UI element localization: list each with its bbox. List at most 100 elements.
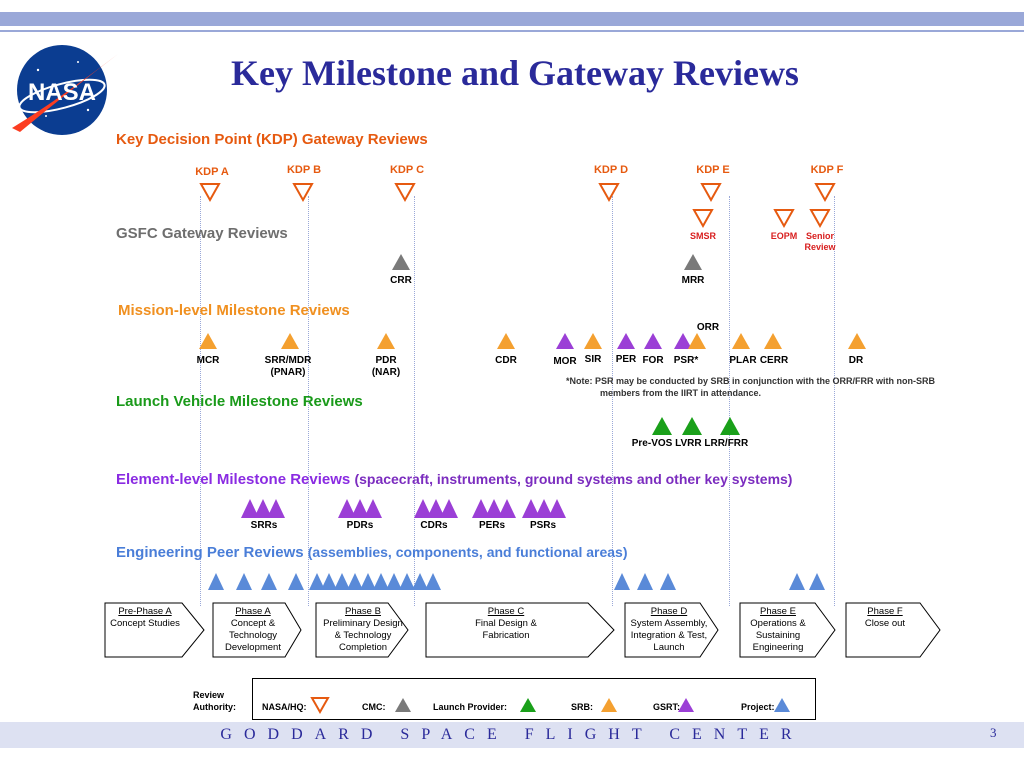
footer-text: GODDARD SPACE FLIGHT CENTER [220,726,804,743]
legend-launch-provider: Launch Provider: [433,702,508,712]
sir-triangle [584,333,602,349]
for-label: FOR [642,355,664,366]
phase-e-name: Phase E [760,606,796,617]
phase-a: Phase A Concept & Technology Development [213,605,293,654]
legend-srb-icon [601,698,617,712]
gsfc-heading: GSFC Gateway Reviews [116,225,288,242]
phase-pre-a: Pre-Phase A Concept Studies [105,605,185,630]
eopm-label: EOPM [770,231,798,241]
cerr-triangle [764,333,782,349]
kdp-c-triangle [394,183,416,203]
peer-review-triangles [208,573,825,590]
sir-label: SIR [584,354,602,365]
legend-gsrt: GSRT: [653,702,680,712]
phase-c-desc-2: Fabrication [482,630,530,641]
dr-label: DR [848,355,864,366]
smsr-label: SMSR [689,231,716,241]
top-divider [0,30,1024,32]
kdp-f-triangle [814,183,836,203]
cerr-label: CERR [759,355,789,366]
cdrs-triangles [414,499,458,518]
pdr-label-2: (NAR) [371,367,401,378]
psr-triangle [674,333,692,349]
launch-vehicle-labels: Pre-VOS LVRR LRR/FRR [631,438,749,449]
pdrs-label: PDRs [346,520,374,531]
kdp-f-label: KDP F [810,164,844,176]
legend-gsrt-icon [678,698,694,712]
phase-d-desc-3: Launch [653,642,685,653]
phase-a-desc-2: Technology [228,630,278,641]
kdp-b-triangle [292,183,314,203]
kdp-d-label: KDP D [593,164,629,176]
phase-d-desc-2: Integration & Test, [630,630,708,641]
psrs-label: PSRs [529,520,557,531]
kdp-heading: Key Decision Point (KDP) Gateway Reviews [116,131,428,148]
plar-label: PLAR [729,355,757,366]
peer-heading: Engineering Peer Reviews (assemblies, co… [116,544,628,561]
phase-c-desc-1: Final Design & [475,618,537,629]
pers-label: PERs [478,520,506,531]
legend-box [252,678,816,720]
legend-title-1: Review [193,690,225,700]
cdr-triangle [497,333,515,349]
phase-b-desc-2: & Technology [334,630,392,641]
legend-cmc: CMC: [362,702,386,712]
mcr-triangle [199,333,217,349]
phase-b-desc-3: Completion [338,642,388,653]
psr-note-line-1: *Note: PSR may be conducted by SRB in co… [566,376,936,386]
phase-f-desc: Close out [864,618,906,629]
page-title: Key Milestone and Gateway Reviews [231,53,799,93]
element-heading: Element-level Milestone Reviews (spacecr… [116,471,792,488]
phase-arrows [104,602,941,658]
guide-line [612,196,613,606]
legend-title-2: Authority: [193,702,236,712]
phase-f-name: Phase F [867,606,903,617]
legend-project-icon [774,698,790,712]
element-heading-subtitle: (spacecraft, instruments, ground systems… [354,471,793,487]
mission-heading: Mission-level Milestone Reviews [118,302,350,319]
nasa-logo: NASA [12,45,118,135]
pdrs-triangles [338,499,382,518]
mcr-label: MCR [196,355,220,366]
peer-heading-subtitle: (assemblies, components, and functional … [307,544,628,560]
srrs-label: SRRs [250,520,278,531]
for-triangle [644,333,662,349]
srrs-triangles [241,499,285,518]
phase-b: Phase B Preliminary Design & Technology … [316,605,410,654]
kdp-e-triangle [700,183,722,203]
lvrr-triangle [682,417,702,435]
pdr-label-1: PDR [375,355,397,366]
per-label: PER [615,354,637,365]
senior-review-label-1: Senior [805,231,834,241]
legend-srb: SRB: [571,702,593,712]
psrs-triangles [522,499,566,518]
phase-e-desc-3: Engineering [752,642,804,653]
phase-pre-a-desc: Concept Studies [110,618,180,629]
kdp-b-label: KDP B [286,164,322,176]
mrr-label: MRR [681,275,705,286]
crr-label: CRR [390,275,412,286]
senior-review-triangle [809,209,831,229]
phase-b-desc-1: Preliminary Design [323,618,403,629]
phase-d: Phase D System Assembly, Integration & T… [625,605,713,654]
phase-e-desc-2: Sustaining [755,630,801,641]
peer-heading-title: Engineering Peer Reviews [116,544,304,561]
dr-triangle [848,333,866,349]
orr-label: ORR [696,322,720,333]
phase-d-desc-1: System Assembly, [630,618,708,629]
mor-triangle [556,333,574,349]
srr-label-2: (PNAR) [270,367,306,378]
legend-nasa-hq-icon [310,697,330,715]
phase-e: Phase E Operations & Sustaining Engineer… [740,605,816,654]
orr-triangle [688,333,706,349]
legend-launch-provider-icon [520,698,536,712]
phase-b-name: Phase B [345,606,381,617]
element-heading-title: Element-level Milestone Reviews [116,471,351,488]
senior-review-label-2: Review [804,242,836,252]
srr-triangle [281,333,299,349]
plar-triangle [732,333,750,349]
smsr-triangle [692,209,714,229]
lrr-frr-triangle [720,417,740,435]
kdp-c-label: KDP C [389,164,425,176]
per-triangle [617,333,635,349]
